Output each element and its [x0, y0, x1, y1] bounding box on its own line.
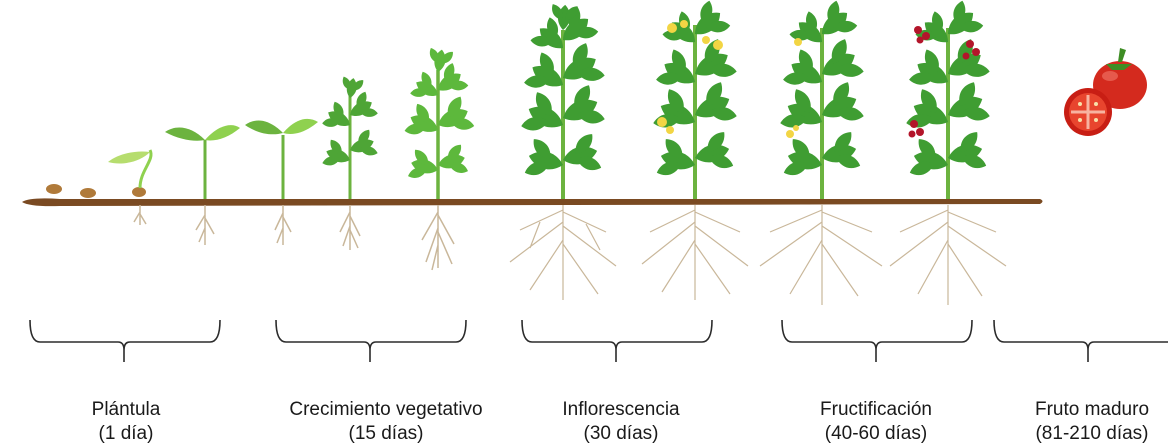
seedling-icon — [245, 119, 318, 245]
stage-name: Inflorescencia — [491, 398, 751, 422]
roots-icon — [642, 205, 748, 300]
seed-icon — [80, 188, 96, 198]
stage-name: Crecimiento vegetativo — [256, 398, 516, 422]
brace-inflorescencia — [522, 320, 712, 362]
seed-icon — [46, 184, 62, 194]
soil-line — [22, 198, 1043, 206]
brace-fructificacion — [782, 320, 972, 362]
brace-fruto-maduro — [994, 320, 1168, 362]
tomato-slice-icon — [1064, 88, 1112, 136]
young-plant-icon — [400, 45, 479, 270]
roots-icon — [510, 205, 616, 300]
stage-label-fruto-maduro: Fruto maduro (81-210 días) — [962, 398, 1172, 446]
stage-label-inflorescencia: Inflorescencia (30 días) — [491, 398, 751, 446]
stage-name: Plántula — [0, 398, 256, 422]
roots-icon — [890, 205, 1006, 305]
seedling-icon — [165, 125, 240, 245]
young-plant-icon — [318, 74, 382, 250]
stage-braces — [30, 320, 1168, 362]
roots-icon — [760, 205, 882, 305]
brace-crecimiento — [276, 320, 466, 362]
stage-label-plantula: Plántula (1 día) — [0, 398, 256, 446]
sprout-icon — [108, 150, 151, 225]
seed-icon — [132, 187, 146, 197]
fruiting-plant-icon — [775, 0, 870, 199]
flowering-plant-icon — [648, 0, 743, 199]
stage-label-crecimiento: Crecimiento vegetativo (15 días) — [256, 398, 516, 446]
stage-duration: (81-210 días) — [962, 422, 1172, 446]
brace-plantula — [30, 320, 220, 362]
stage-duration: (1 día) — [0, 422, 256, 446]
seed-group — [46, 184, 146, 198]
mature-plant-icon — [516, 1, 611, 199]
stage-duration: (15 días) — [256, 422, 516, 446]
stage-name: Fruto maduro — [962, 398, 1172, 422]
stage-duration: (30 días) — [491, 422, 751, 446]
